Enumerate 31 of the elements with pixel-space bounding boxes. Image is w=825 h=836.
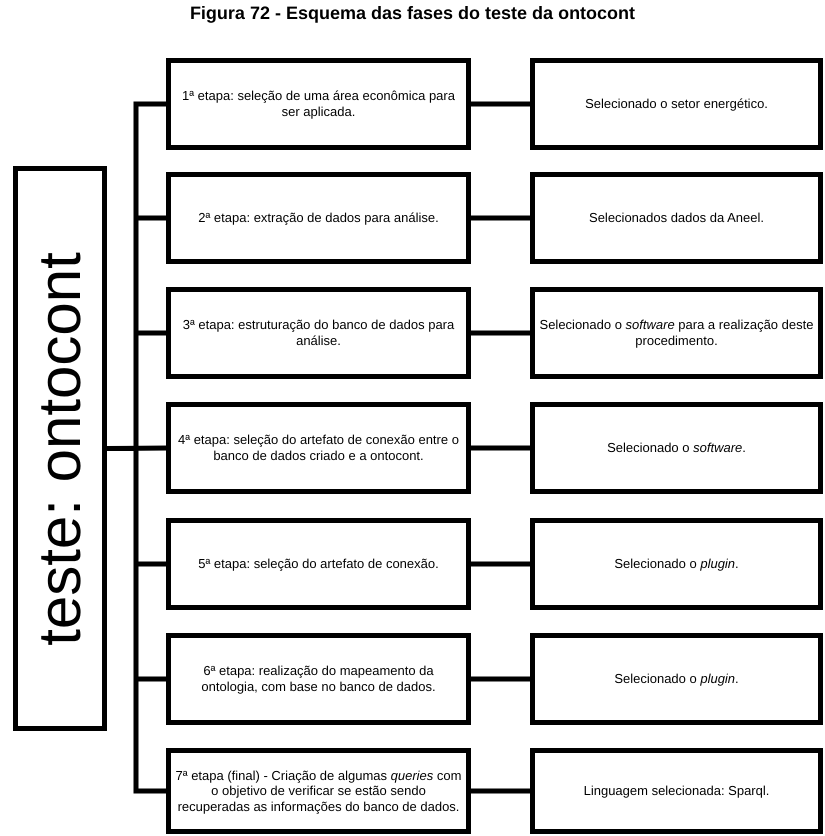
step-box [530, 518, 823, 610]
vertical-heading: teste: ontocont [30, 252, 90, 646]
step-box [530, 287, 823, 379]
figure-title: Figura 72 - Esquema das fases do teste da ontocont [188, 3, 636, 24]
step-text: Selecionado o setor energético. [584, 96, 769, 112]
step-text: 2ª etapa: extração de dados para análise. [197, 210, 440, 226]
step-text: 6ª etapa: realização do mapeamento da ontologia, com base no banco de dados. [200, 663, 437, 695]
step-text: 5ª etapa: seleção do artefato de conexão. [197, 556, 440, 572]
step-text: Selecionados dados da Aneel. [588, 210, 765, 226]
step-text: 1ª etapa: seleção de uma área econômica para ser aplicada. [181, 88, 456, 120]
step-text: Selecionado o plugin. [613, 671, 740, 687]
step-box [166, 287, 471, 379]
step-box [530, 402, 823, 494]
step-box [530, 633, 823, 725]
step-text: 4ª etapa: seleção do artefato de conexão entre o banco de dados criado e a ontocont. [177, 432, 460, 464]
step-box [166, 402, 471, 494]
step-box [166, 633, 471, 725]
step-box [530, 748, 823, 834]
step-box [166, 58, 471, 150]
step-box [166, 518, 471, 610]
step-box [166, 172, 471, 264]
step-text: Selecionado o software para a realização deste procedimento. [538, 317, 814, 349]
title-box [13, 166, 107, 731]
step-box [530, 172, 823, 264]
step-text: Linguagem selecionada: Sparql. [582, 783, 770, 799]
step-text: 3ª etapa: estruturação do banco de dados para análise. [182, 317, 456, 349]
step-box [166, 748, 471, 834]
step-text: Selecionado o plugin. [613, 556, 740, 572]
step-text: Selecionado o software. [606, 440, 747, 456]
step-text: 7ª etapa (final) - Criação de algumas queries com o objetivo de verificar se estão sendo recuperadas as informações do banco de dados. [174, 768, 462, 814]
step-box [530, 58, 823, 150]
